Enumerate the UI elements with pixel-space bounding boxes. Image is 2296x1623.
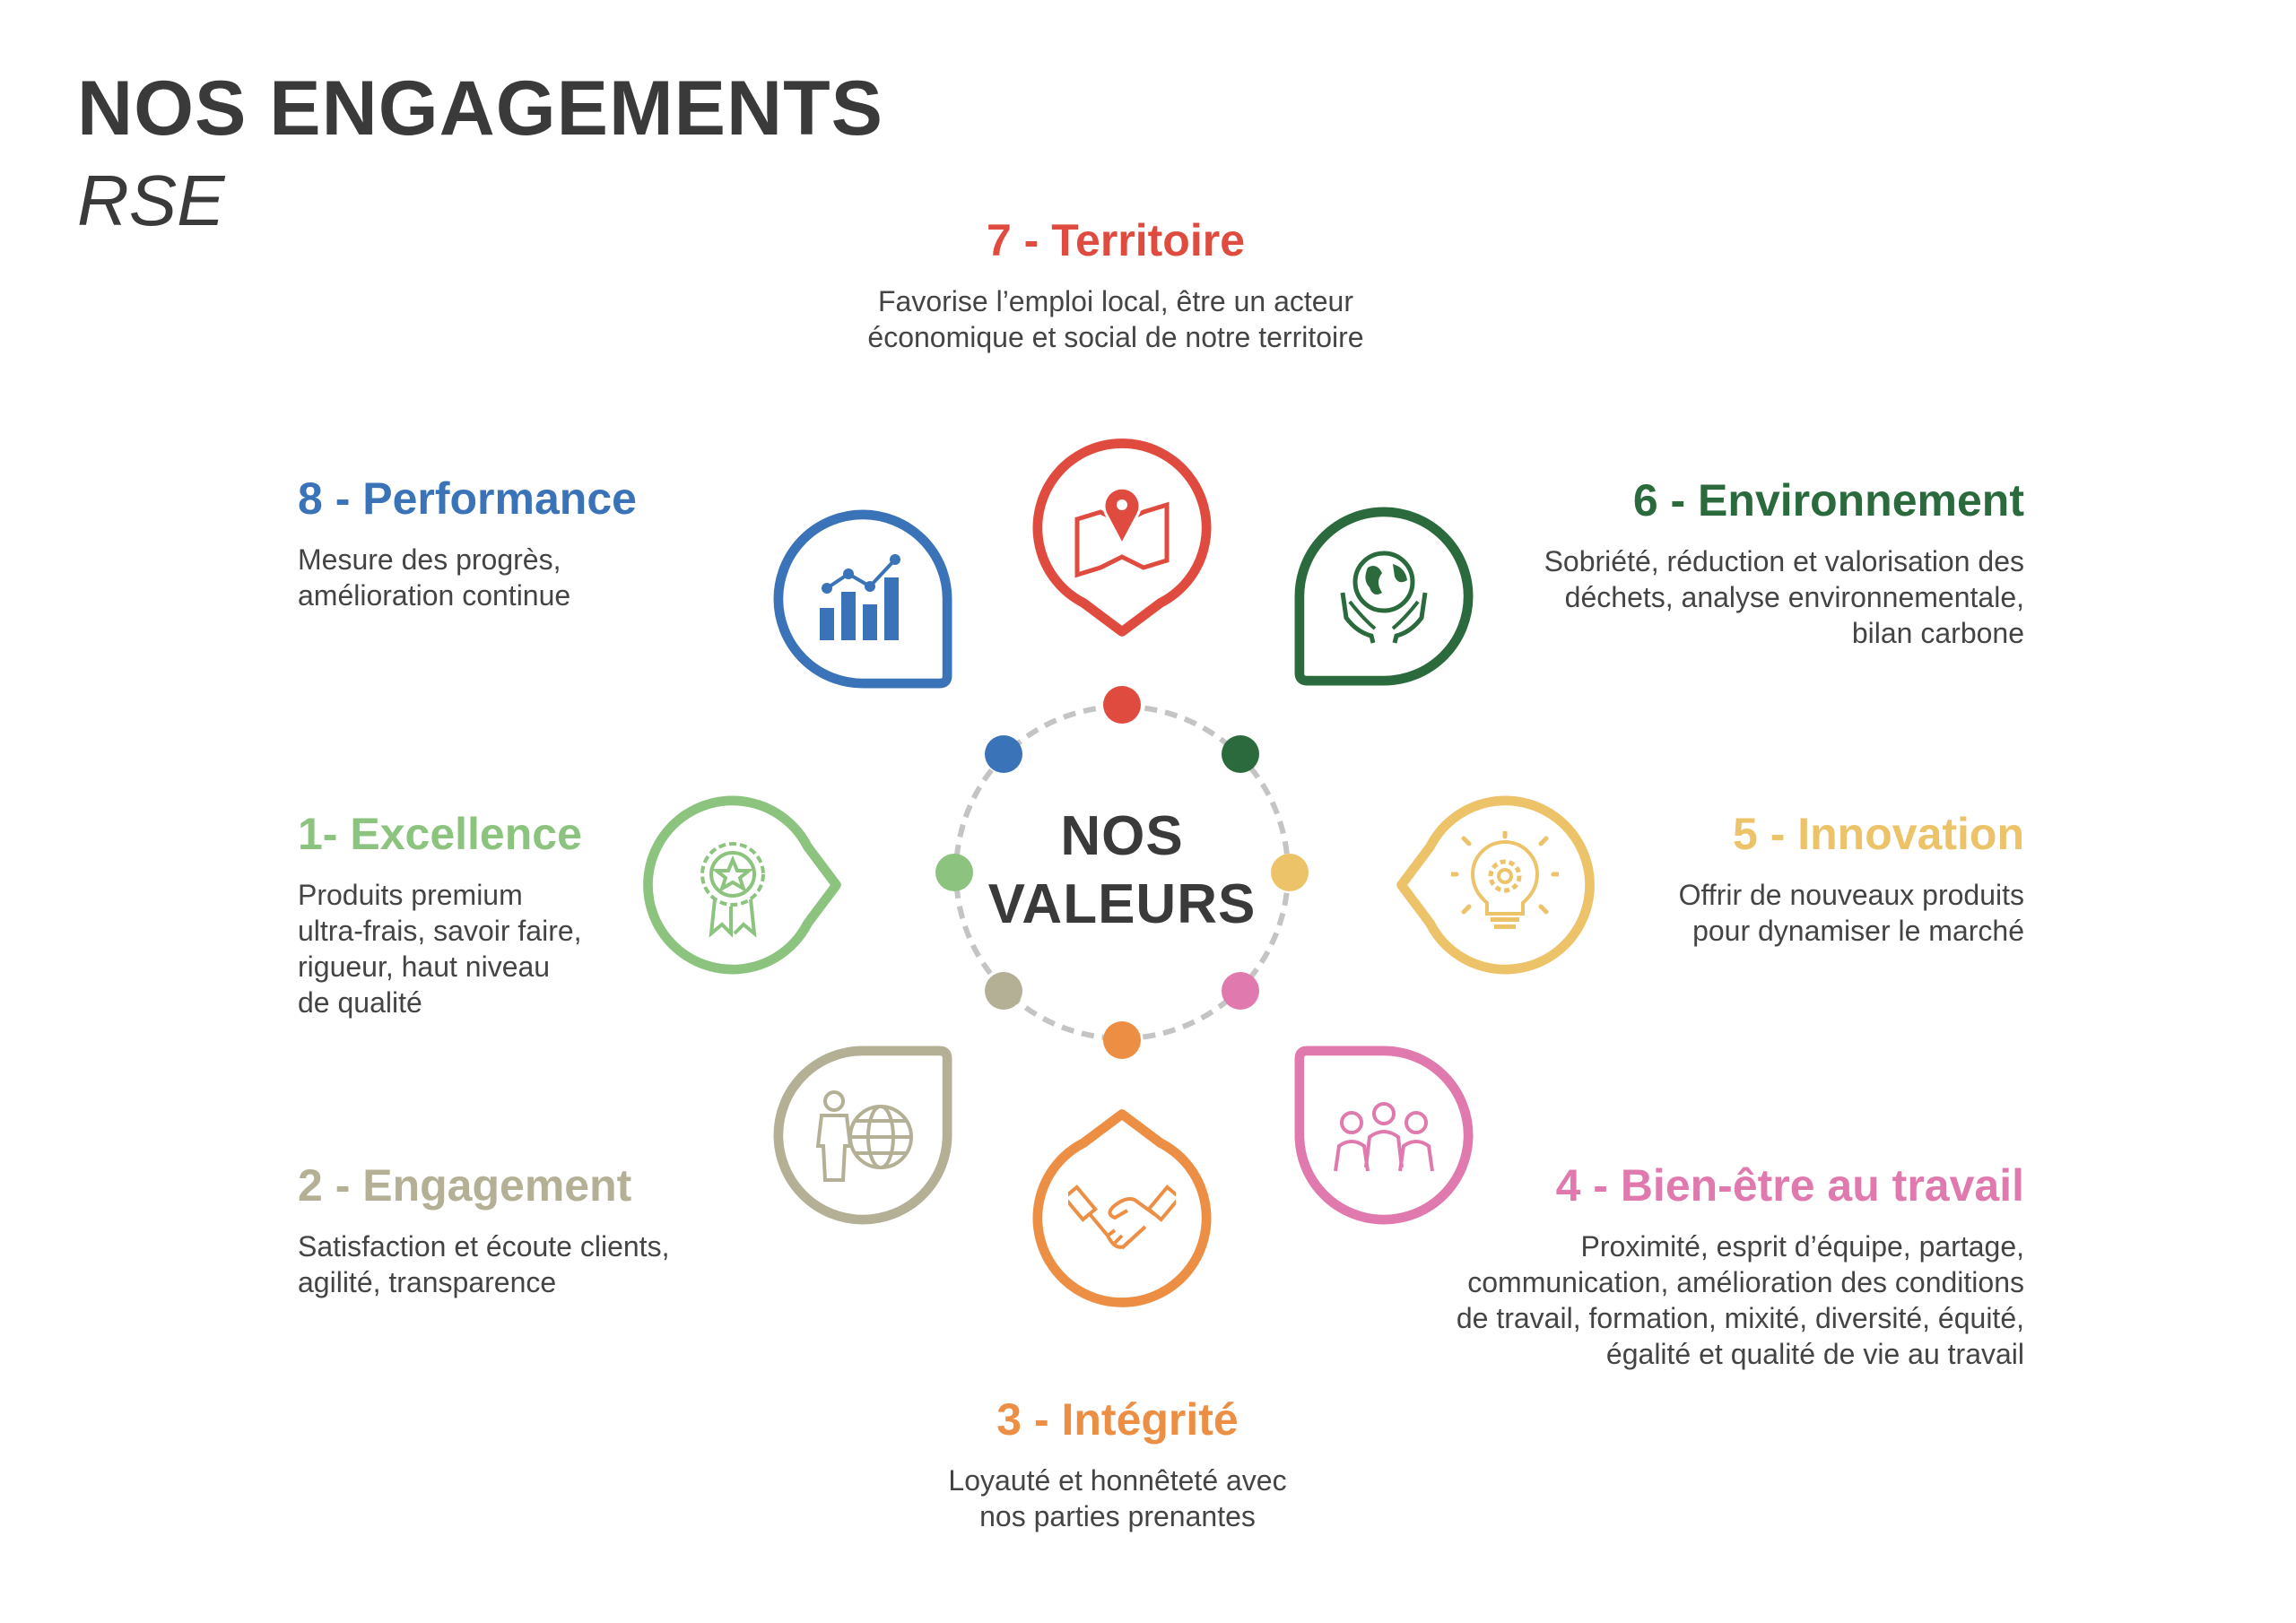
value-description: Sobriété, réduction et valorisation des d… [1544, 543, 2024, 651]
value-title: 4 - Bien-être au travail [1555, 1160, 2024, 1211]
value-title: 2 - Engagement [298, 1160, 632, 1211]
value-description: Favorise l’emploi local, être un acteur é… [867, 283, 1363, 355]
ring-dot-excellence [935, 854, 973, 891]
description-line: rigueur, haut niveau [298, 950, 551, 983]
description-line: égalité et qualité de vie au travail [1605, 1338, 2024, 1370]
center-label-line2: VALEURS [987, 873, 1257, 935]
description-line: amélioration continue [298, 579, 571, 612]
ring-dot-innovation [1271, 854, 1309, 891]
page-subtitle: RSE [77, 161, 225, 240]
ring-dot-engagement [984, 972, 1022, 1011]
description-line: Offrir de nouveaux produits [1678, 879, 2024, 911]
speech-bubble-engagement [773, 1046, 952, 1225]
person-globe-icon [815, 1090, 913, 1182]
value-description: Offrir de nouveaux produits pour dynamise… [1679, 877, 2024, 949]
description-line: Favorise l’emploi local, être un acteur [877, 285, 1353, 317]
bar-chart-icon [820, 554, 900, 640]
description-line: de travail, formation, mixité, diversité… [1456, 1302, 2024, 1334]
ring-dot-integrite [1103, 1021, 1141, 1059]
center-label-line1: NOS [1060, 805, 1184, 867]
description-line: Satisfaction et écoute clients, [298, 1230, 670, 1263]
ring-dot-environnement [1222, 734, 1260, 773]
description-line: de qualité [298, 986, 422, 1019]
map-pin-icon [1074, 486, 1170, 578]
value-title: 3 - Intégrité [996, 1394, 1239, 1445]
description-line: nos parties prenantes [979, 1500, 1256, 1532]
description-line: ultra-frais, savoir faire, [298, 915, 582, 947]
value-title: 6 - Environnement [1632, 475, 2024, 525]
value-description: Mesure des progrès,amélioration continue [298, 542, 637, 613]
handshake-icon [1068, 1185, 1176, 1250]
value-title: 1- Excellence [298, 809, 582, 859]
center-label: NOS VALEURS [988, 803, 1257, 939]
description-line: bilan carbone [1851, 617, 2024, 649]
description-line: pour dynamiser le marché [1692, 915, 2024, 947]
description-line: économique et social de notre territoire [867, 321, 1364, 353]
ring-dot-territoire [1103, 686, 1141, 724]
description-line: Loyauté et honnêteté avec [948, 1464, 1287, 1497]
speech-bubble-environnement [1294, 507, 1474, 686]
page-title: NOS ENGAGEMENTS [77, 65, 883, 152]
description-line: Mesure des progrès, [298, 543, 561, 576]
speech-bubble-bienetre [1294, 1046, 1474, 1225]
team-icon [1334, 1102, 1434, 1172]
value-description: Proximité, esprit d’équipe, partage,comm… [1457, 1228, 2024, 1372]
description-line: Proximité, esprit d’équipe, partage, [1580, 1230, 2024, 1263]
value-title: 7 - Territoire [986, 215, 1246, 265]
globe-hands-icon [1340, 551, 1428, 644]
ring-dot-bienetre [1222, 972, 1260, 1011]
ring-dot-performance [984, 734, 1022, 773]
speech-bubble-performance [773, 509, 952, 689]
description-line: Sobriété, réduction et valorisation des [1544, 545, 2024, 577]
description-line: agilité, transparence [298, 1266, 557, 1298]
description-line: Produits premium [298, 879, 523, 911]
lightbulb-gear-icon [1451, 831, 1559, 929]
value-description: Satisfaction et écoute clients,agilité, … [298, 1228, 669, 1300]
value-title: 5 - Innovation [1733, 809, 2024, 859]
value-title: 8 - Performance [298, 473, 637, 524]
description-line: communication, amélioration des conditio… [1467, 1266, 2024, 1298]
speech-bubble-integrite [1032, 1109, 1212, 1307]
description-line: déchets, analyse environnementale, [1564, 581, 2024, 613]
award-badge-icon [700, 842, 765, 938]
value-description: Produits premium ultra-frais, savoir fair… [298, 877, 582, 1020]
